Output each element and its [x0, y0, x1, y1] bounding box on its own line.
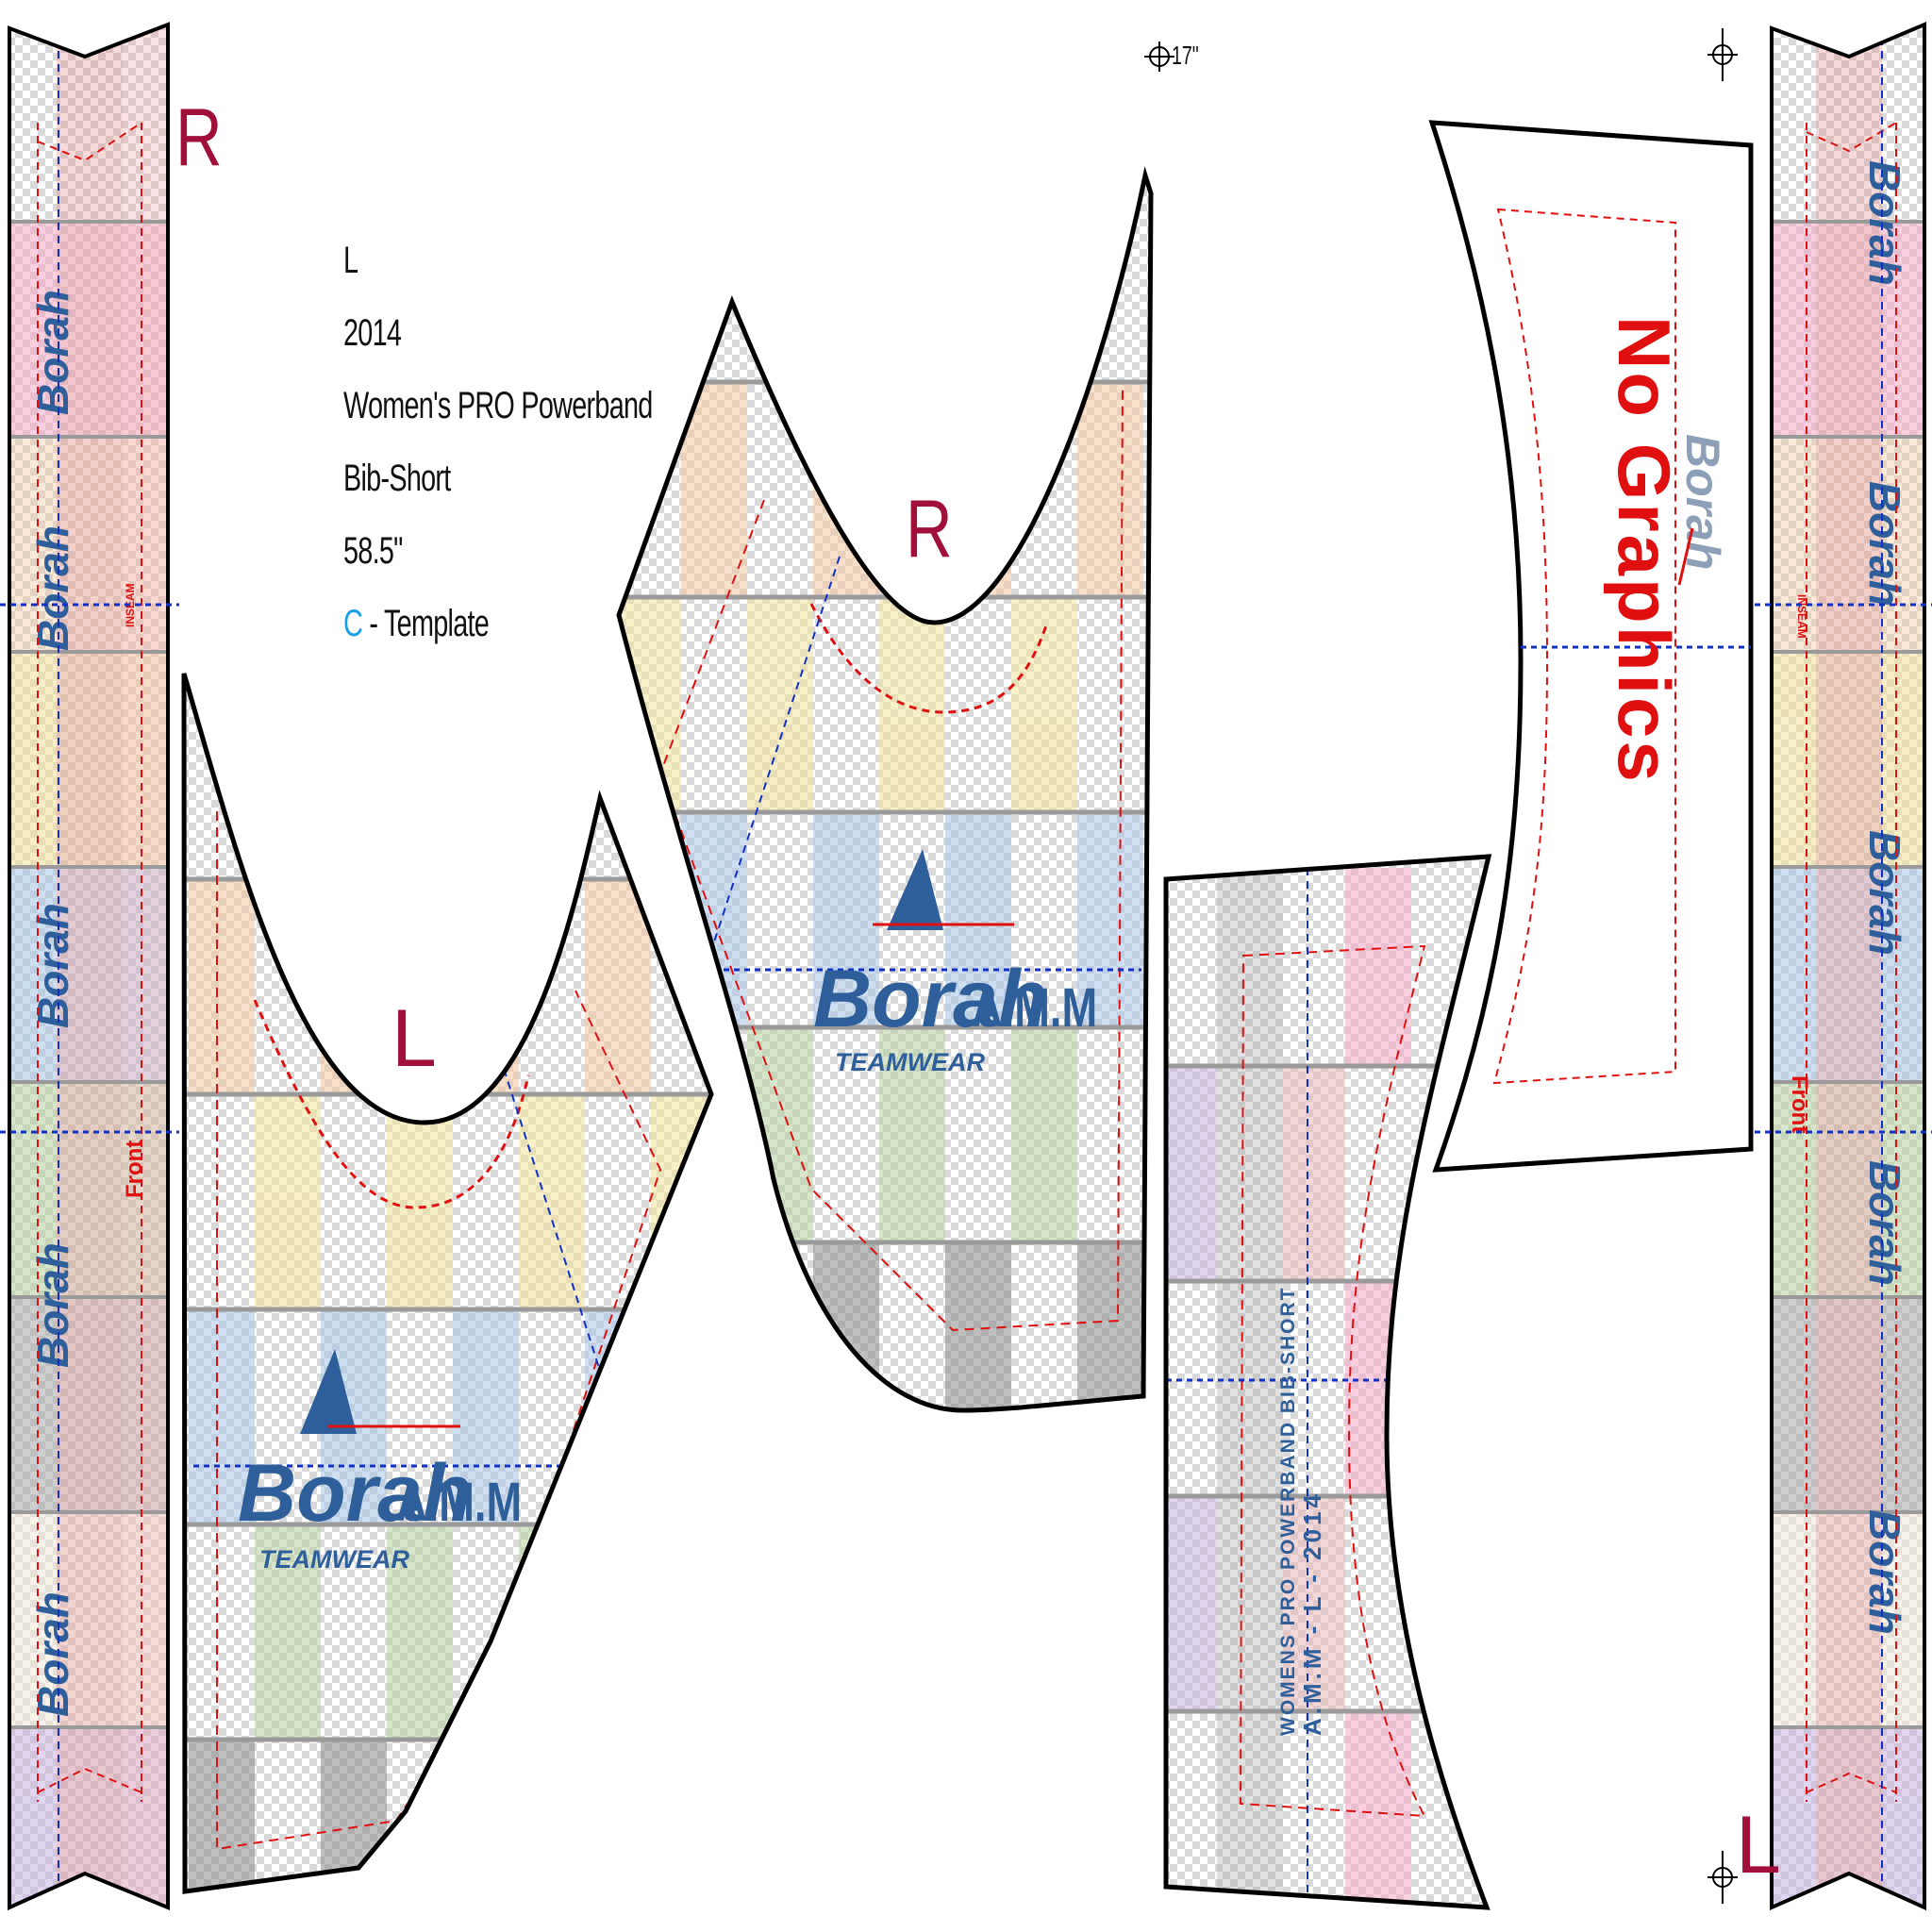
panel-marker-R: R [906, 484, 953, 575]
right-panel-logo: Borah A.M.M TEAMWEAR [813, 849, 1097, 1076]
left-side-panel: Borah A.M.M TEAMWEAR L [170, 660, 736, 1909]
strap-logo-text: Borah [28, 290, 77, 415]
insert-panel: WOMENS PRO POWERBAND BIB-SHORT A.M.M - L… [1160, 849, 1500, 1915]
right-strap-panel: Borah Borah Borah Borah Borah Front INSE… [1755, 23, 1932, 1909]
strap-logo-text: Borah [1860, 830, 1909, 956]
spec-template: C - Template [343, 588, 653, 660]
left-strap-panel: Borah Borah Borah Borah Borah Front INSE… [0, 23, 179, 1909]
spec-block: L 2014 Women's PRO Powerband Bib-Short 5… [343, 225, 653, 660]
corner-marker-R: R [175, 92, 223, 183]
right-side-panel: Borah A.M.M TEAMWEAR R [604, 170, 1160, 1415]
strap-logo-text: Borah [28, 525, 77, 651]
spec-template-suffix: - Template [362, 603, 490, 644]
registration-mark [1144, 42, 1174, 72]
panel-marker-L: L [391, 993, 437, 1084]
left-panel-logo: Borah A.M.M TEAMWEAR [238, 1349, 522, 1574]
strap-logo-text: Borah [28, 903, 77, 1028]
right-strap-logos: Borah Borah Borah Borah Borah [1860, 160, 1909, 1635]
logo-brand: Borah [813, 954, 1047, 1044]
strap-logo-text: Borah [1860, 160, 1909, 286]
no-graphics-label: No Graphics [1603, 316, 1686, 785]
logo-brand: Borah [238, 1448, 472, 1539]
logo-tagline: TEAMWEAR [835, 1048, 985, 1076]
insert-subtitle: A.M.M - L - 2014 [1298, 1491, 1326, 1736]
strap-logo-text: Borah [1860, 1509, 1909, 1635]
width-note: 17" [1172, 42, 1199, 71]
spec-year: 2014 [343, 312, 402, 354]
logo-suffix: A.M.M [396, 1473, 522, 1534]
logo-suffix: A.M.M [972, 978, 1097, 1040]
front-label: Front [122, 1141, 147, 1198]
strap-logo-text: Borah [1860, 1160, 1909, 1286]
spec-template-letter: C [343, 603, 363, 644]
front-label: Front [1787, 1075, 1812, 1133]
waistband-logo-text: Borah [1676, 434, 1729, 570]
strap-logo-text: Borah [1860, 481, 1909, 607]
spec-product: Women's PRO Powerband [343, 385, 653, 426]
waistband-panel: No Graphics Borah [1428, 120, 1754, 1173]
spec-length: 58.5" [343, 530, 403, 572]
left-strap-logos: Borah Borah Borah Borah Borah [28, 290, 77, 1717]
spec-product-type: Bib-Short [343, 458, 451, 499]
corner-marker-L: L [1736, 1800, 1781, 1890]
registration-mark [1707, 1851, 1738, 1904]
insert-title: WOMENS PRO POWERBAND BIB-SHORT [1277, 1287, 1299, 1737]
logo-tagline: TEAMWEAR [259, 1545, 409, 1574]
spec-size: L [343, 240, 358, 281]
registration-mark [1707, 28, 1738, 81]
strap-logo-text: Borah [28, 1242, 77, 1368]
strap-logo-text: Borah [28, 1591, 77, 1717]
